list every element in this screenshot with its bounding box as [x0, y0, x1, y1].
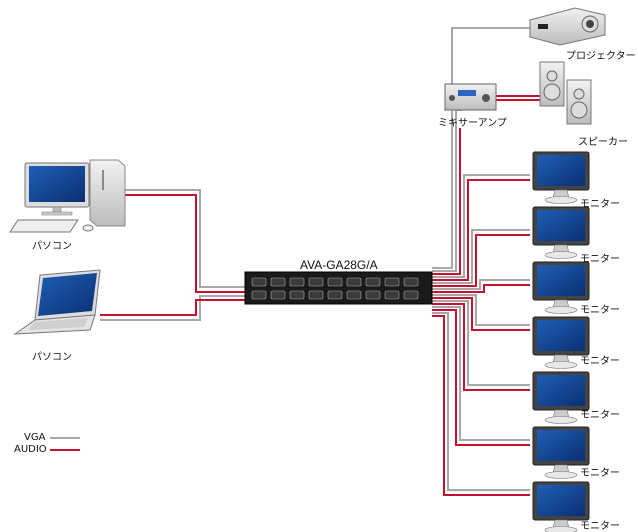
monitor-label: モニター [580, 356, 620, 367]
output-cables [432, 27, 540, 496]
source-label-desktop: パソコン [32, 241, 72, 252]
projector-icon [529, 7, 606, 46]
laptop-pc-icon [13, 269, 101, 335]
mixer-amp-icon [444, 83, 497, 111]
device-port [365, 290, 381, 300]
monitor-label: モニター [580, 410, 620, 421]
device-port [308, 277, 324, 287]
device-port [365, 277, 381, 287]
device-port [289, 277, 305, 287]
device-port [289, 290, 305, 300]
monitor-label: モニター [580, 254, 620, 265]
source-label-laptop: パソコン [32, 352, 72, 363]
speaker-icon [539, 61, 592, 125]
device-port [270, 277, 286, 287]
device-port [251, 277, 267, 287]
device-port [346, 290, 362, 300]
desktop-pc-icon [9, 159, 126, 233]
projector-label: プロジェクター [566, 51, 636, 62]
speaker-label: スピーカー [578, 137, 628, 148]
monitor-label: モニター [580, 199, 620, 210]
device-port [327, 277, 343, 287]
device-port [270, 290, 286, 300]
monitor-label: モニター [580, 521, 620, 532]
device-name: AVA-GA28G/A [300, 258, 378, 272]
device-port [384, 277, 400, 287]
switcher-device [244, 271, 433, 305]
device-port [327, 290, 343, 300]
monitor-label: モニター [580, 305, 620, 316]
device-port [403, 290, 419, 300]
legend-vga-label: VGA [24, 432, 46, 443]
device-port [308, 290, 324, 300]
source-cables [100, 189, 245, 321]
device-port [403, 277, 419, 287]
device-port [384, 290, 400, 300]
legend-audio-label: AUDIO [14, 444, 47, 455]
monitor-label: モニター [580, 468, 620, 479]
device-port [346, 277, 362, 287]
mixer-amp-label: ミキサーアンプ [438, 118, 507, 129]
device-port [251, 290, 267, 300]
device-ports [251, 277, 419, 300]
